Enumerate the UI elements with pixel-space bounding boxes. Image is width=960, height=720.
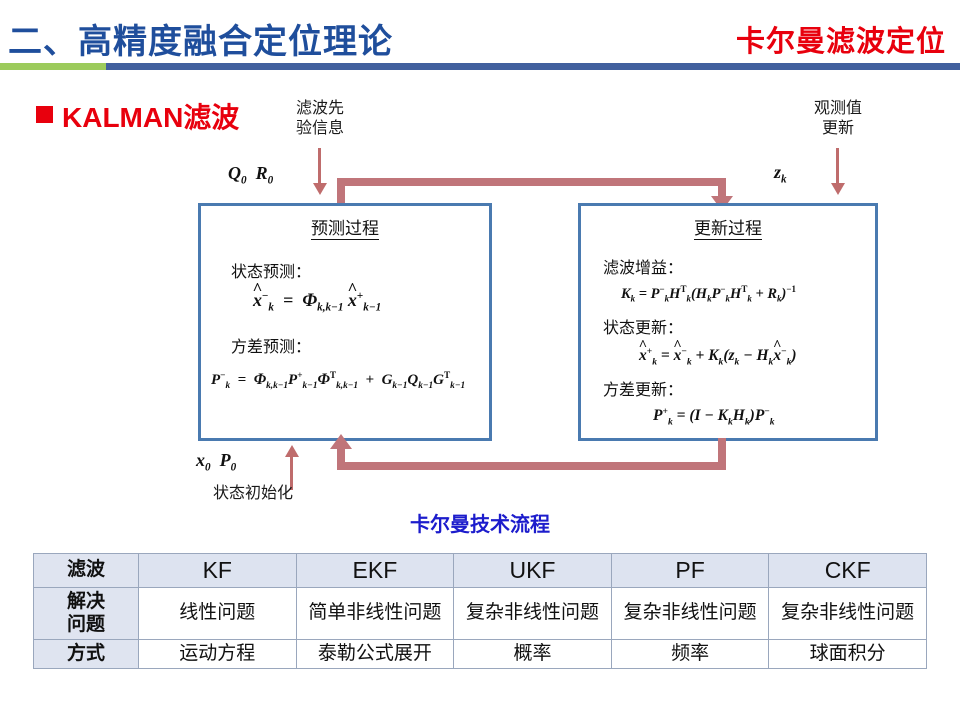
- update-state-lead: 状态更新：: [603, 320, 684, 337]
- header-rule-green: [0, 63, 106, 70]
- filter-comparison-table: 滤波 KF EKF UKF PF CKF 解决 问题 线性问题 简单非线性问题 …: [33, 552, 927, 670]
- connector-top-left-stem: [337, 178, 345, 206]
- predict-state-equation: x^−k = Φk,k−1 x^+k−1: [252, 279, 382, 314]
- update-gain-lead: 滤波增益：: [603, 260, 684, 277]
- init-label: 状态初始化: [212, 485, 293, 502]
- update-state-equation: x^+k = x^−k + Kk(zk − Hkx^−k): [638, 338, 797, 368]
- section-title: KALMAN滤波: [62, 102, 240, 133]
- square-bullet-icon: [36, 106, 53, 123]
- table-cell-problem-ekf: 简单非线性问题: [295, 587, 455, 640]
- table-col-header-ekf: EKF: [295, 552, 455, 589]
- observation-arrow-icon: [836, 148, 839, 184]
- table-row: 解决 问题 线性问题 简单非线性问题 复杂非线性问题 复杂非线性问题 复杂非线性…: [33, 587, 927, 640]
- page-title: 二、高精度融合定位理论: [8, 23, 393, 61]
- table-cell-method-ekf: 泰勒公式展开: [295, 638, 455, 670]
- predict-covariance-equation: P−k = Φk,k−1P+k−1ΦTk,k−1 + Gk−1Qk−1GTk−1: [211, 371, 466, 391]
- update-box-title: 更新过程: [694, 219, 762, 240]
- connector-bottom-horizontal: [337, 462, 726, 470]
- header-topic-label: 卡尔曼滤波定位: [735, 26, 946, 58]
- table-cell-problem-ukf: 复杂非线性问题: [453, 587, 612, 640]
- table-row-header: 滤波 KF EKF UKF PF CKF: [33, 552, 927, 589]
- table-col-header-ukf: UKF: [453, 552, 612, 589]
- prior-info-label: 滤波先 验信息: [270, 99, 370, 140]
- connector-bottom-left-stem: [337, 448, 345, 470]
- observation-line1: 观测值: [813, 100, 862, 117]
- prior-info-line1: 滤波先: [295, 100, 344, 117]
- table-row: 方式 运动方程 泰勒公式展开 概率 频率 球面积分: [33, 638, 927, 670]
- observation-label: 观测值 更新: [788, 99, 888, 140]
- table-cell-problem-pf: 复杂非线性问题: [610, 587, 770, 640]
- predict-process-box: 预测过程 状态预测： x^−k = Φk,k−1 x^+k−1 方差预测： P−…: [198, 203, 492, 441]
- prior-info-line2: 验信息: [295, 120, 344, 138]
- connector-top-horizontal: [337, 178, 726, 186]
- table-corner-cell: 滤波: [33, 552, 139, 589]
- prior-symbols-label: Q0 R0: [228, 163, 274, 187]
- observation-symbol-label: zk: [774, 162, 787, 186]
- table-cell-problem-kf: 线性问题: [138, 587, 297, 640]
- connector-top-right-stem: [718, 178, 726, 200]
- table-row-header-problem: 解决 问题: [33, 587, 139, 640]
- table-cell-problem-ckf: 复杂非线性问题: [768, 587, 927, 640]
- connector-bottom-arrowhead-icon: [330, 434, 352, 449]
- update-process-box: 更新过程 滤波增益： Kk = P−kHTk(HkP−kHTk + Rk)−1 …: [578, 203, 878, 441]
- table-cell-method-pf: 频率: [610, 638, 770, 670]
- update-covariance-lead: 方差更新：: [603, 382, 684, 399]
- update-covariance-equation: P+k = (I − KkHk)P−k: [653, 406, 775, 428]
- connector-bottom-right-stem: [718, 438, 726, 470]
- table-row-header-method: 方式: [33, 638, 139, 670]
- prior-info-arrow-icon: [318, 148, 321, 184]
- update-gain-equation: Kk = P−kHTk(HkP−kHTk + Rk)−1: [621, 284, 796, 304]
- observation-line2: 更新: [821, 120, 854, 138]
- row-header-problem-line2: 问题: [66, 613, 105, 635]
- init-arrow-icon: [290, 456, 293, 490]
- table-col-header-pf: PF: [610, 552, 770, 589]
- predict-state-lead: 状态预测：: [231, 264, 312, 281]
- table-col-header-ckf: CKF: [768, 552, 927, 589]
- predict-covariance-lead: 方差预测：: [231, 339, 312, 356]
- table-cell-method-kf: 运动方程: [138, 638, 297, 670]
- predict-box-title: 预测过程: [311, 219, 379, 240]
- table-cell-method-ukf: 概率: [453, 638, 612, 670]
- header-rule-blue: [106, 63, 960, 70]
- flow-caption: 卡尔曼技术流程: [410, 514, 550, 536]
- row-header-problem-line1: 解决: [66, 591, 105, 613]
- init-symbols-label: x0 P0: [196, 450, 237, 474]
- table-cell-method-ckf: 球面积分: [768, 638, 927, 670]
- table-col-header-kf: KF: [138, 552, 297, 589]
